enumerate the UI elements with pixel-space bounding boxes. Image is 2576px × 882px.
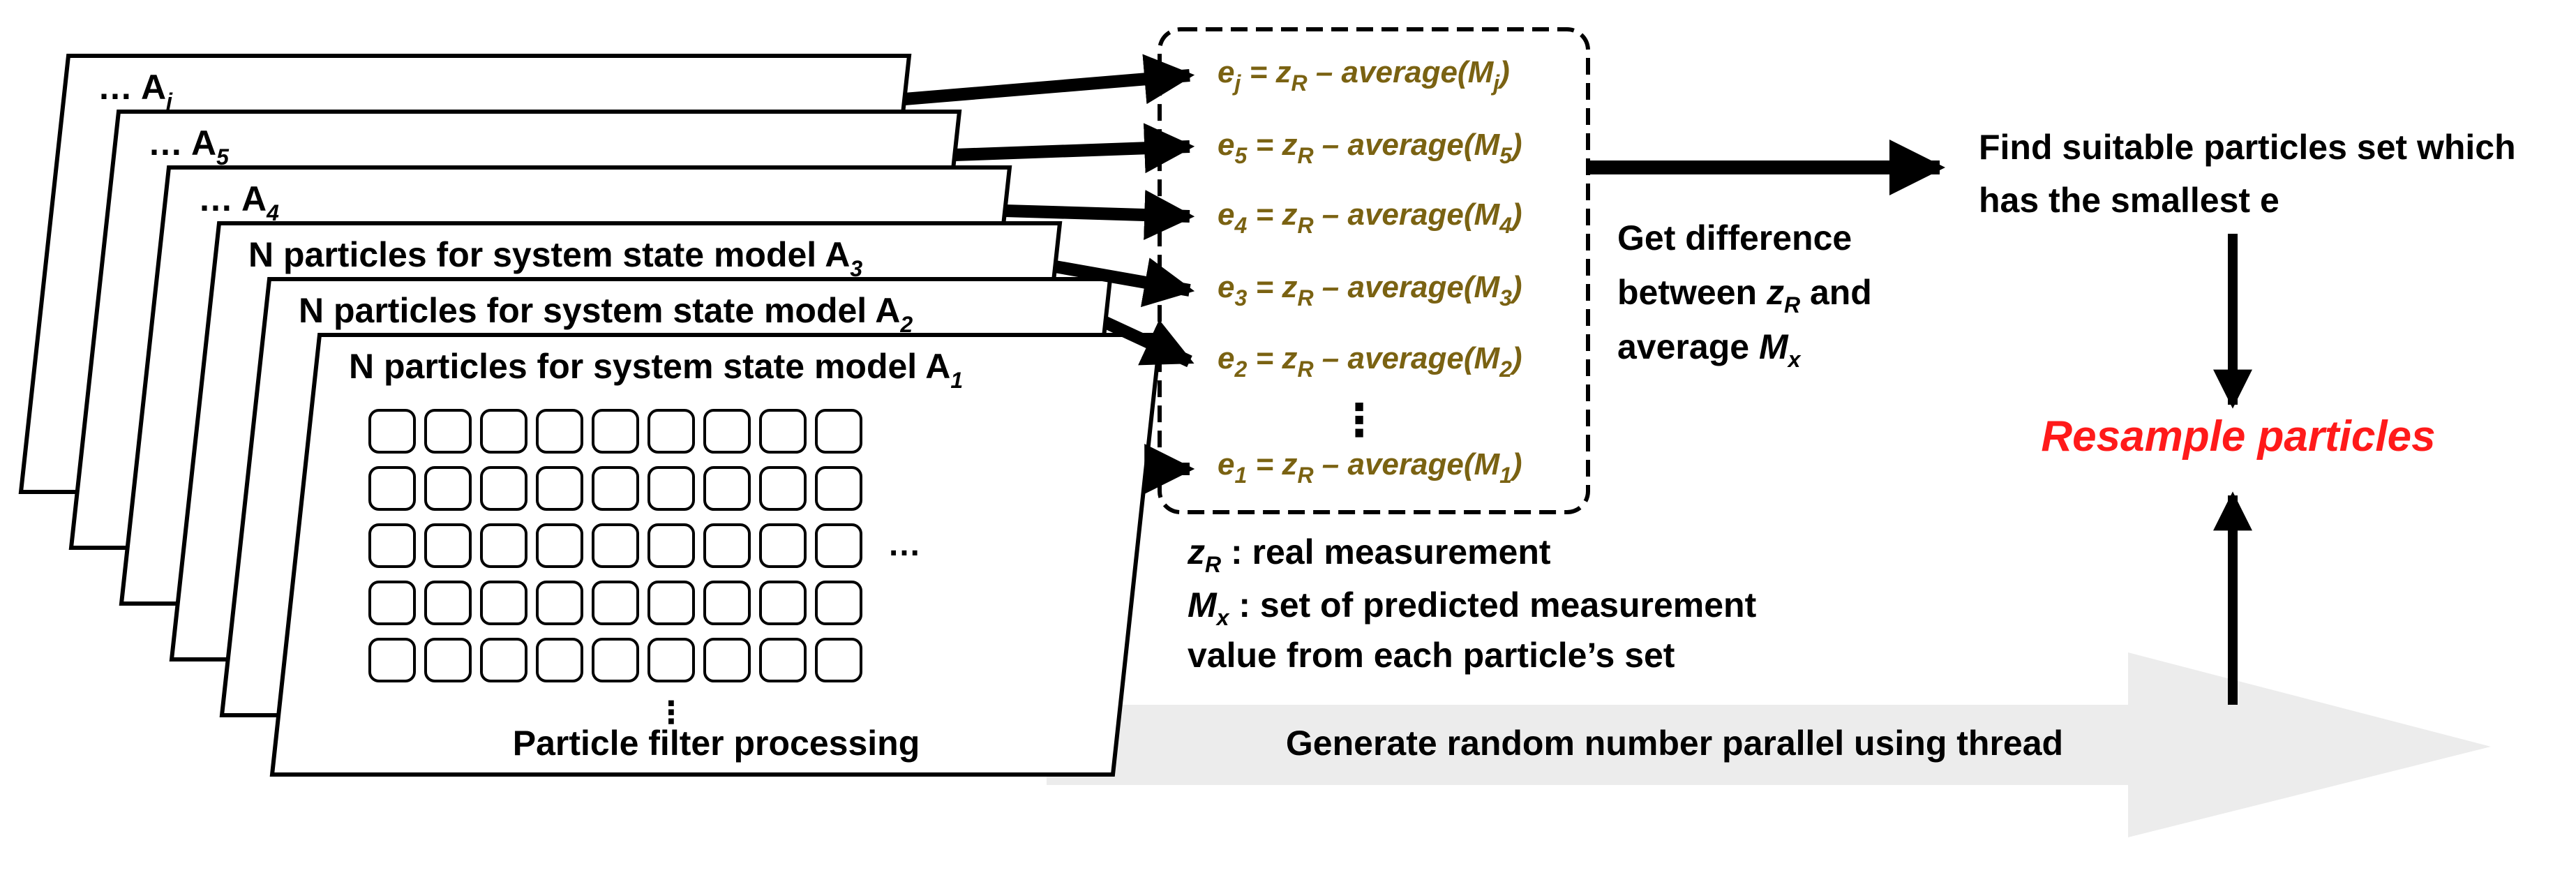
model-card-title: … A4	[198, 179, 279, 225]
particle-cell	[536, 409, 583, 454]
particle-cell	[424, 466, 472, 511]
equation-box	[1158, 27, 1590, 514]
particle-cell	[703, 581, 751, 625]
particle-cell	[703, 638, 751, 682]
particle-cell	[424, 581, 472, 625]
card-to-equation-arrow	[1004, 190, 1195, 241]
equation-e4: e4 = zR – average(M4)	[1218, 197, 1522, 238]
particle-cell	[815, 523, 862, 568]
particle-grid-row-ellipsis: …	[888, 526, 921, 563]
particle-cell	[592, 409, 639, 454]
particle-cell	[536, 523, 583, 568]
particle-cell	[592, 581, 639, 625]
particle-cell	[536, 638, 583, 682]
model-card-title: … Aj	[98, 68, 173, 114]
model-card-title: N particles for system state model A2	[299, 291, 913, 337]
particle-cell	[424, 523, 472, 568]
find-line-2: has the smallest e	[1979, 181, 2279, 220]
particle-cell	[592, 523, 639, 568]
difference-line-3: average Mx	[1617, 327, 1802, 372]
particle-cell	[647, 581, 695, 625]
particle-cell	[480, 638, 527, 682]
legend-zr: zR : real measurement	[1187, 532, 1551, 577]
equation-e2: e2 = zR – average(M2)	[1218, 341, 1522, 382]
particle-cell	[759, 581, 807, 625]
particle-cell	[592, 638, 639, 682]
particle-cell	[480, 581, 527, 625]
particle-cell	[424, 638, 472, 682]
difference-line-1: Get difference	[1617, 218, 1852, 257]
particle-cell	[703, 409, 751, 454]
particle-cell	[424, 409, 472, 454]
model-card-title: … A5	[148, 124, 230, 170]
particle-cell	[703, 466, 751, 511]
particle-cell	[815, 466, 862, 511]
model-card-title: N particles for system state model A1	[349, 347, 963, 393]
equation-ej: ej = zR – average(Mj)	[1218, 55, 1510, 96]
card-to-equation-arrow	[1102, 316, 1195, 368]
random-number-band-arrow	[1047, 652, 2491, 837]
particle-cell	[815, 409, 862, 454]
particle-cell	[815, 581, 862, 625]
particle-cell	[759, 409, 807, 454]
particle-cell	[368, 466, 416, 511]
particle-filter-processing-label: Particle filter processing	[513, 724, 920, 763]
particle-cell	[368, 638, 416, 682]
particle-cell	[647, 409, 695, 454]
particle-cell	[480, 466, 527, 511]
equation-e3: e3 = zR – average(M3)	[1218, 270, 1522, 311]
find-line-1: Find suitable particles set which	[1979, 128, 2516, 167]
card-to-equation-arrow	[904, 54, 1195, 105]
particle-cell	[592, 466, 639, 511]
particle-cell	[703, 523, 751, 568]
random-number-band-label: Generate random number parallel using th…	[1286, 724, 2063, 763]
card-to-equation-arrow	[954, 123, 1195, 174]
particle-cell	[368, 581, 416, 625]
particle-cell	[815, 638, 862, 682]
difference-line-2: between zR and	[1617, 273, 1872, 317]
equation-e1: e1 = zR – average(M1)	[1218, 447, 1522, 488]
particle-cell	[647, 523, 695, 568]
particle-cell	[480, 409, 527, 454]
particle-cell	[759, 523, 807, 568]
particle-cell	[536, 581, 583, 625]
legend-mx-line-2: value from each particle’s set	[1188, 636, 1675, 675]
particle-cell	[536, 466, 583, 511]
particle-cell	[368, 409, 416, 454]
particle-cell	[647, 638, 695, 682]
equation-e5: e5 = zR – average(M5)	[1218, 128, 1522, 168]
resample-label: Resample particles	[2041, 412, 2435, 461]
particle-cell	[647, 466, 695, 511]
particle-cell	[759, 466, 807, 511]
particle-cell	[480, 523, 527, 568]
card-to-equation-arrow	[1054, 257, 1195, 308]
model-card-title: N particles for system state model A3	[248, 235, 862, 281]
legend-mx: Mx : set of predicted measurement	[1188, 585, 1757, 630]
particle-cell	[759, 638, 807, 682]
equations-ellipsis: ⋮	[1337, 395, 1381, 445]
particle-cell	[368, 523, 416, 568]
particle-grid-col-ellipsis: ⋮	[656, 696, 687, 730]
